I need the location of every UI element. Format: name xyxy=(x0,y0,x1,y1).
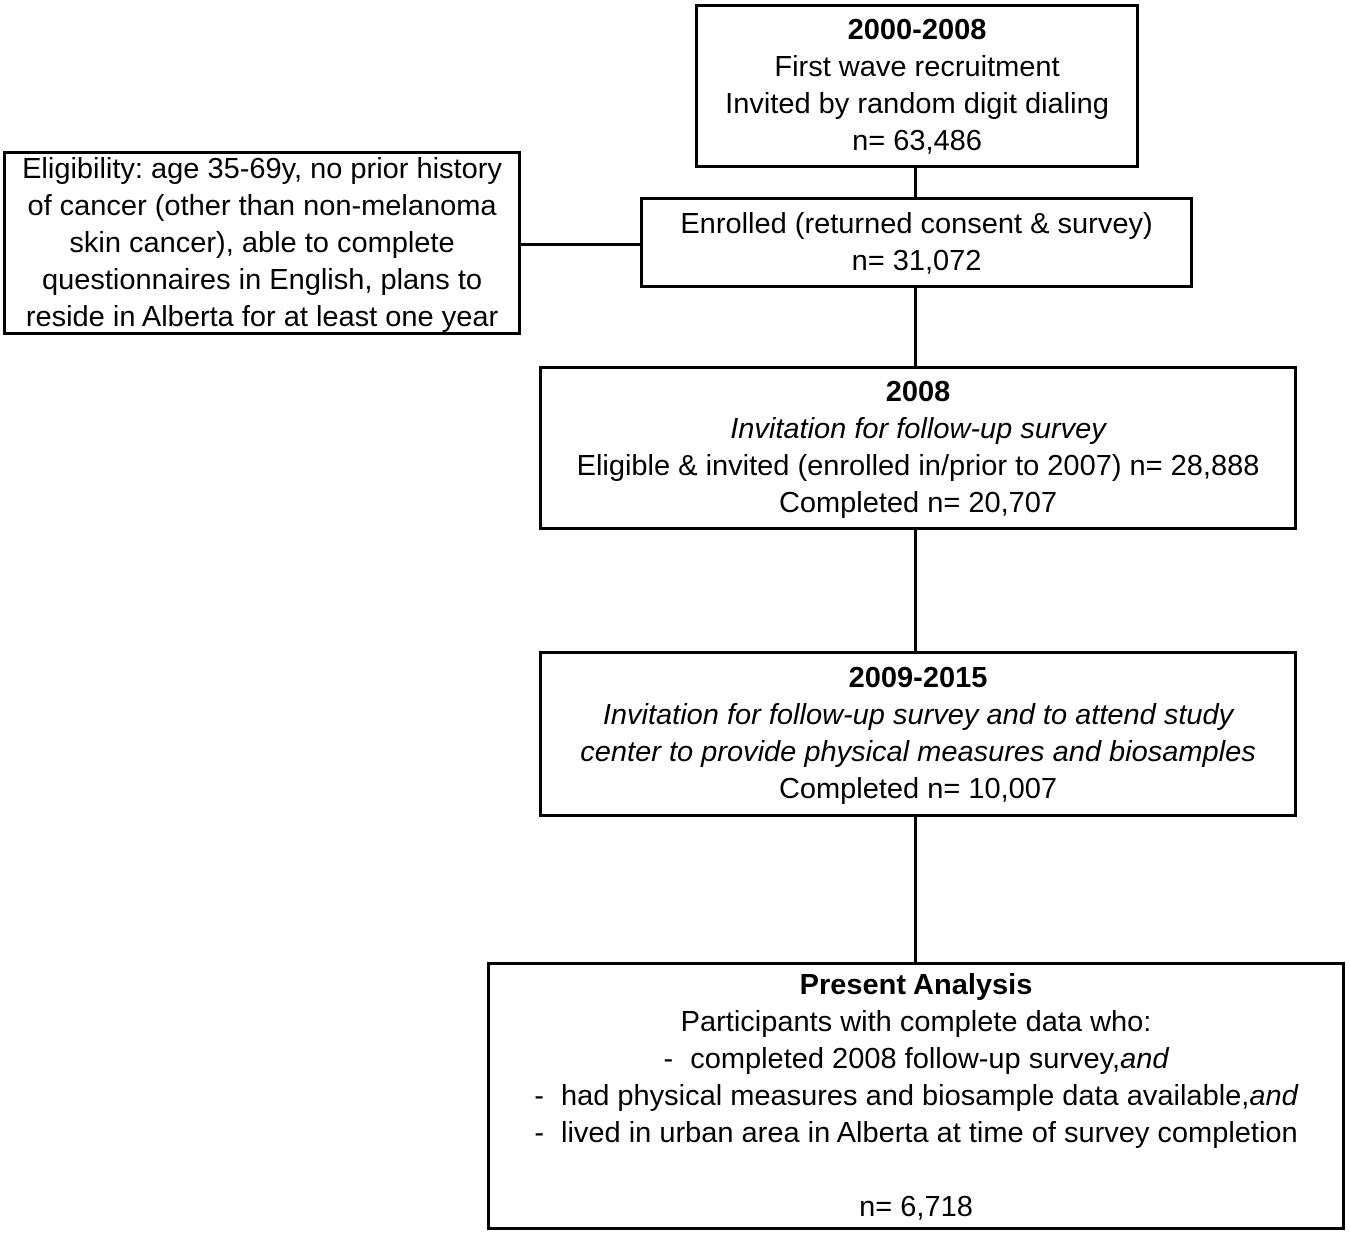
bullet-emphasis: and xyxy=(1249,1079,1298,1112)
connector-2008-to-2009 xyxy=(914,530,917,651)
connector-firstwave-to-enrolled xyxy=(914,168,917,197)
eligibility-text-line: questionnaires in English, plans to xyxy=(41,263,483,296)
followup-2009-subtitle-line: Invitation for follow-up survey and to a… xyxy=(602,699,1234,731)
first-wave-count: n= 63,486 xyxy=(852,125,982,157)
followup-2009-2015-box: 2009-2015 Invitation for follow-up surve… xyxy=(539,651,1297,817)
bullet-text: lived in urban area in Alberta at time o… xyxy=(561,1116,1298,1149)
eligibility-box: Eligibility: age 35-69y, no prior histor… xyxy=(3,151,521,335)
followup-2009-period: 2009-2015 xyxy=(848,662,988,694)
bullet-dash: - xyxy=(534,1079,544,1112)
followup-2008-subtitle: Invitation for follow-up survey xyxy=(730,413,1106,445)
followup-2008-invited-count: Eligible & invited (enrolled in/prior to… xyxy=(576,450,1260,482)
present-analysis-count: n= 6,718 xyxy=(859,1190,973,1223)
bullet-text: completed 2008 follow-up survey, xyxy=(690,1042,1121,1075)
followup-2009-completed-count: Completed n= 10,007 xyxy=(778,773,1058,805)
eligibility-text-line: reside in Alberta for at least one year xyxy=(25,300,499,333)
bullet-emphasis: and xyxy=(1120,1042,1169,1075)
enrolled-description: Enrolled (returned consent & survey) xyxy=(680,207,1153,240)
enrolled-box: Enrolled (returned consent & survey) n= … xyxy=(640,197,1193,288)
present-analysis-title: Present Analysis xyxy=(799,968,1033,1001)
connector-eligibility-to-enrolled xyxy=(521,243,640,246)
present-analysis-bullet: - completed 2008 follow-up survey, and xyxy=(664,1041,1169,1078)
eligibility-text-line: skin cancer), able to complete xyxy=(69,226,455,259)
followup-2008-period: 2008 xyxy=(885,376,951,408)
bullet-text: had physical measures and biosample data… xyxy=(560,1079,1250,1112)
enrolled-count: n= 31,072 xyxy=(851,244,982,277)
followup-2008-box: 2008 Invitation for follow-up survey Eli… xyxy=(539,366,1297,530)
followup-2008-completed-count: Completed n= 20,707 xyxy=(778,487,1058,519)
connector-2009-to-present xyxy=(914,817,917,962)
first-wave-method: Invited by random digit dialing xyxy=(725,88,1109,120)
first-wave-period: 2000-2008 xyxy=(847,14,987,46)
first-wave-box: 2000-2008 First wave recruitment Invited… xyxy=(695,4,1139,168)
bullet-dash: - xyxy=(663,1042,674,1075)
eligibility-text-line: of cancer (other than non-melanoma xyxy=(27,189,497,222)
bullet-dash: - xyxy=(534,1116,544,1149)
first-wave-description: First wave recruitment xyxy=(774,51,1060,83)
present-analysis-bullet: - lived in urban area in Alberta at time… xyxy=(534,1115,1297,1152)
followup-2009-subtitle-line: center to provide physical measures and … xyxy=(580,736,1256,768)
present-analysis-box: Present Analysis Participants with compl… xyxy=(487,962,1345,1230)
present-analysis-intro: Participants with complete data who: xyxy=(680,1005,1152,1038)
eligibility-text-line: Eligibility: age 35-69y, no prior histor… xyxy=(22,152,502,185)
connector-enrolled-to-2008 xyxy=(914,288,917,366)
present-analysis-bullet: - had physical measures and biosample da… xyxy=(534,1078,1297,1115)
